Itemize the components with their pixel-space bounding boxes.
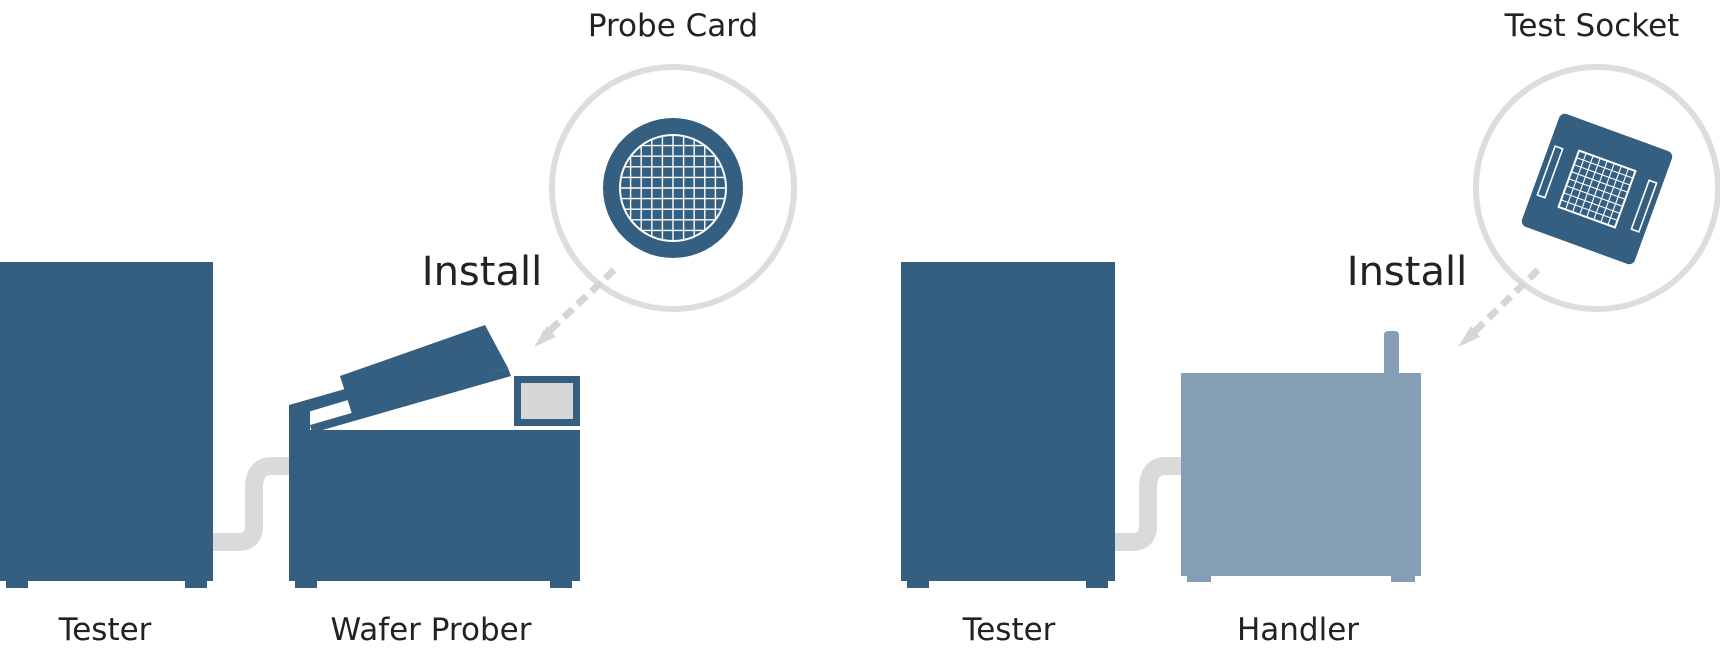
left-tester-cabinet <box>0 262 213 588</box>
right-install-arrow <box>1465 267 1541 341</box>
probe-card-icon <box>603 118 743 258</box>
prober-screen <box>514 376 580 426</box>
wafer-prober <box>289 325 580 588</box>
left-tester-label: Tester <box>58 612 152 648</box>
right-tester-label: Tester <box>962 612 1056 648</box>
right-tester-cabinet <box>901 262 1115 588</box>
prober-lid <box>340 325 508 414</box>
handler-label: Handler <box>1237 612 1359 648</box>
right-component-label: Test Socket <box>1504 8 1680 44</box>
left-panel: Probe Card Install Tester Wafer Prober <box>0 8 797 648</box>
right-cable <box>1112 457 1185 551</box>
handler <box>1181 331 1421 582</box>
left-cable <box>213 457 292 551</box>
left-install-label: Install <box>422 249 542 295</box>
right-panel: Test Socket Install Tester Handler <box>901 8 1720 648</box>
right-install-label: Install <box>1347 249 1467 295</box>
probe-card-zoom-circle <box>549 64 797 312</box>
wafer-prober-label: Wafer Prober <box>331 612 532 648</box>
test-socket-icon <box>1521 113 1673 265</box>
left-install-arrow <box>539 267 617 341</box>
test-socket-zoom-circle <box>1473 64 1720 312</box>
left-component-label: Probe Card <box>588 8 758 44</box>
